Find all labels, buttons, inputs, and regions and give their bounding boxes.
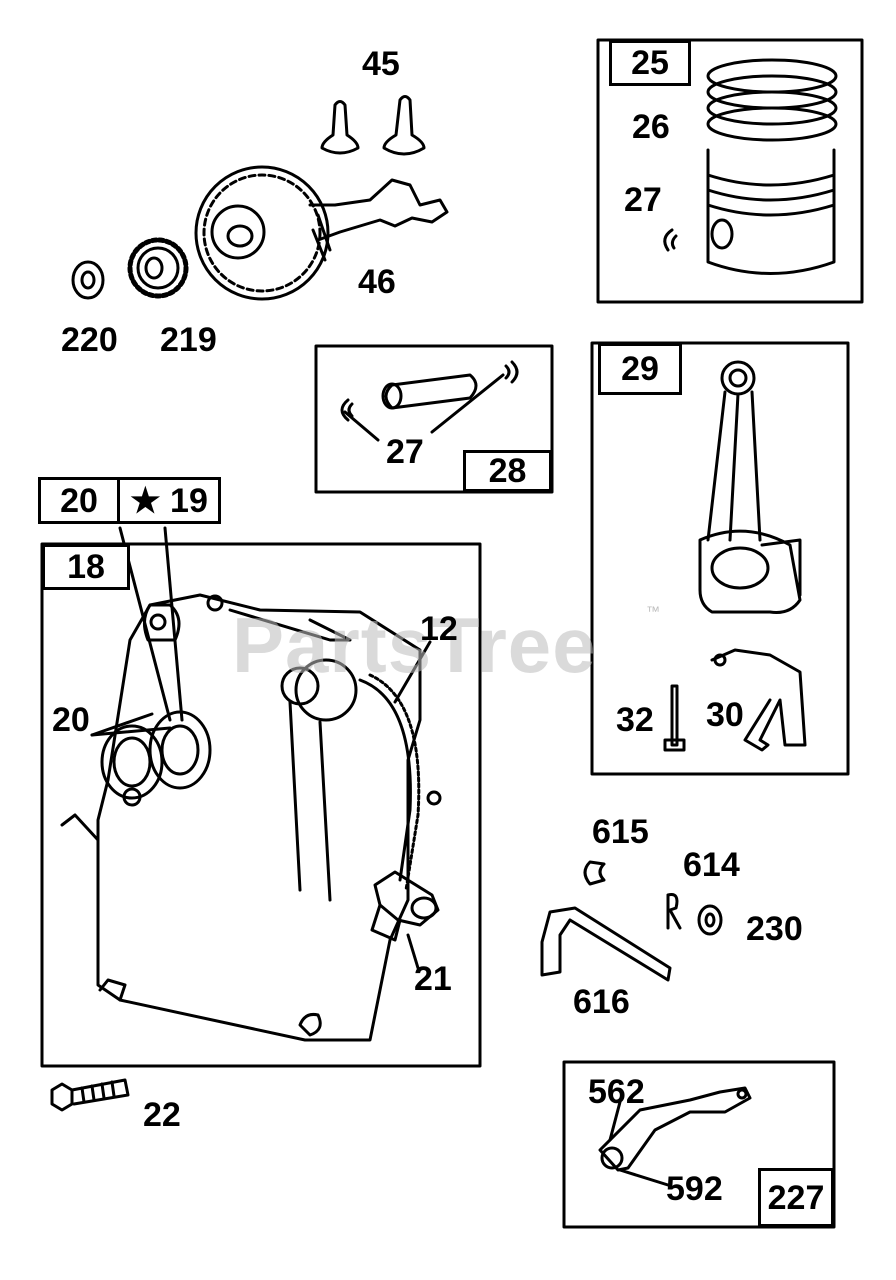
part-label-45: 45 — [362, 45, 400, 83]
box-cover-frame — [40, 542, 482, 1068]
box-label-28: 28 — [463, 450, 552, 492]
part-label-230: 230 — [746, 910, 803, 948]
part-label-220: 220 — [61, 321, 118, 359]
box-piston-frame — [596, 38, 864, 304]
part-label-22: 22 — [143, 1096, 181, 1134]
part-label-12: 12 — [420, 610, 458, 648]
box-label-18: 18 — [42, 544, 130, 590]
part-label-26: 26 — [632, 108, 670, 146]
part-label-20: 20 — [52, 701, 90, 739]
trademark-symbol: ™ — [646, 603, 660, 619]
part-label-219: 219 — [160, 321, 217, 359]
part-label-615: 615 — [592, 813, 649, 851]
part-label-27-piston: 27 — [624, 181, 662, 219]
bolt-drawing — [50, 1078, 130, 1112]
watermark: PartsTree — [232, 601, 597, 689]
part-label-592: 592 — [666, 1170, 723, 1208]
box-lever-frame — [562, 1060, 836, 1229]
small-parts-drawing — [540, 860, 723, 982]
connecting-rod-drawing — [663, 360, 807, 752]
box-pin-frame — [314, 344, 554, 494]
part-label-614: 614 — [683, 846, 740, 884]
tappet-drawing — [320, 95, 426, 156]
piston-pin-drawing — [340, 360, 519, 442]
crank-gear-drawing — [127, 237, 189, 299]
crankcase-cover-drawing — [60, 526, 442, 1042]
piston-drawing — [663, 58, 838, 275]
part-label-616: 616 — [573, 983, 630, 1021]
washer-drawing — [71, 260, 105, 300]
part-label-562: 562 — [588, 1073, 645, 1111]
box-label-20: 20 — [38, 477, 120, 524]
box-rod-frame — [590, 341, 850, 776]
box-label-19: ★ 19 — [117, 477, 221, 524]
box-label-29: 29 — [598, 343, 682, 395]
part-label-21: 21 — [414, 960, 452, 998]
part-label-32: 32 — [616, 701, 654, 739]
box-label-25: 25 — [609, 40, 691, 86]
part-label-30: 30 — [706, 696, 744, 734]
governor-lever-drawing — [598, 1086, 752, 1187]
box-label-227: 227 — [758, 1168, 834, 1227]
camshaft-drawing — [194, 165, 449, 301]
part-label-46: 46 — [358, 263, 396, 301]
part-label-27-pin: 27 — [386, 433, 424, 471]
